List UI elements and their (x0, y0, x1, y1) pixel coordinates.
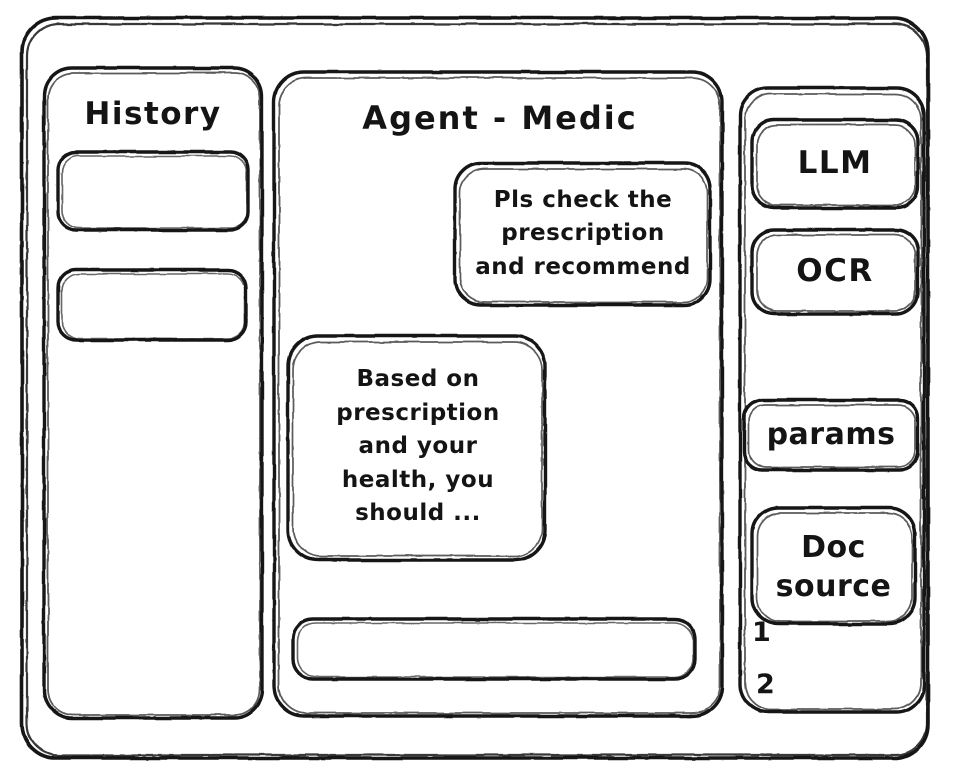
doc-source-item-1[interactable]: 1 (752, 616, 772, 648)
agent-message-text: Based on prescription and your health, y… (336, 366, 500, 527)
params-button[interactable] (742, 398, 920, 472)
params-button-label: params (766, 416, 896, 452)
doc-source-label: Doc source (775, 530, 892, 604)
tools-panel (738, 86, 926, 714)
message-bubble-agent (286, 334, 547, 562)
llm-button-label: LLM (797, 145, 873, 182)
ocr-button[interactable] (750, 228, 920, 316)
user-message-text: Pls check the prescription and recommend (475, 186, 691, 280)
message-bubble-user (453, 161, 712, 307)
conversation-panel (272, 70, 724, 718)
message-input-box[interactable] (291, 617, 697, 681)
doc-source-box[interactable] (750, 506, 917, 626)
llm-button[interactable] (750, 118, 920, 210)
page-title: Agent - Medic (362, 99, 638, 138)
ocr-button-label: OCR (796, 253, 874, 290)
history-item-2[interactable] (56, 268, 248, 342)
history-item-1[interactable] (56, 150, 250, 232)
window-frame (20, 16, 930, 760)
doc-source-item-2[interactable]: 2 (756, 668, 776, 700)
history-panel-title: History (84, 96, 222, 133)
history-panel (42, 66, 264, 720)
